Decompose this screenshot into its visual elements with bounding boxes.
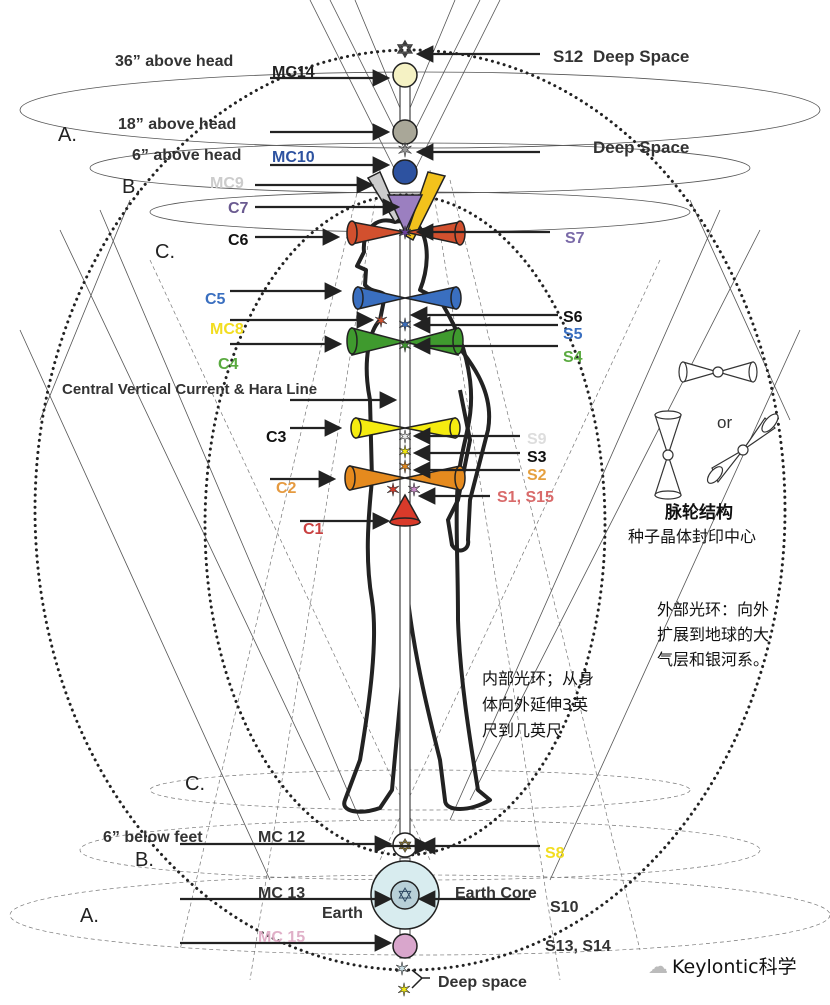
light-blue-star-icon: ✶ xyxy=(394,959,409,979)
label-c7: C7 xyxy=(228,200,249,217)
label-deep-space-right: Deep Space xyxy=(593,138,689,157)
outer-aura-note-1: 外部光环：向外 xyxy=(657,600,769,619)
s7-star-icon: ✶ xyxy=(397,223,412,243)
label-earth: Earth xyxy=(322,905,363,922)
label-mc15: MC 15 xyxy=(258,929,305,946)
label-mc10: MC10 xyxy=(272,149,315,166)
ring-a-bottom: A. xyxy=(80,905,99,927)
watermark: ☁ Keylontic科学 xyxy=(648,956,797,978)
watermark-text: Keylontic科学 xyxy=(672,956,797,978)
label-s3: S3 xyxy=(527,449,547,466)
label-c1: C1 xyxy=(303,521,324,538)
label-s12-deep-space: Deep Space xyxy=(593,47,689,66)
label-s8: S8 xyxy=(545,845,565,862)
ring-b-bottom: B. xyxy=(135,849,154,871)
mc15-sphere xyxy=(392,933,418,959)
label-6-above-head: 6” above head xyxy=(132,147,241,164)
label-mc12: MC 12 xyxy=(258,829,305,846)
label-c3: C3 xyxy=(266,429,287,446)
inner-aura-note-2: 体向外延伸3英 xyxy=(482,695,588,714)
label-c2: C2 xyxy=(276,480,297,497)
outer-aura-note-2: 扩展到地球的大 xyxy=(657,625,769,644)
s3-star-icon: ✶ xyxy=(397,442,412,462)
chakra-structure-legend xyxy=(654,361,779,500)
inner-aura-note-1: 内部光环；从身 xyxy=(482,669,594,688)
earth-core-star-icon: ✡ xyxy=(397,885,414,907)
label-36-above-head: 36” above head xyxy=(115,53,233,70)
ring-a-top: A. xyxy=(58,124,77,146)
outer-aura-note-3: 气层和银河系。 xyxy=(657,650,769,669)
label-18-above-head: 18” above head xyxy=(118,116,236,133)
s2-star-icon: ✶ xyxy=(397,457,412,477)
label-s2: S2 xyxy=(527,467,547,484)
star-markers: ✶ ✶ ✶ ✶ ✶ ✶ ✶ ✶ ✶ xyxy=(373,223,422,501)
legend-or: or xyxy=(717,413,732,432)
legend-title: 脉轮结构 xyxy=(664,502,733,523)
s15-star-icon: ✶ xyxy=(406,480,421,500)
inner-aura-note-3: 尺到几英尺 xyxy=(482,721,562,740)
human-body-outline xyxy=(342,218,492,814)
deep-space-bracket xyxy=(411,969,430,989)
label-s5: S5 xyxy=(563,326,583,343)
s4-star-icon: ✶ xyxy=(397,336,412,356)
ring-b-top: B. xyxy=(122,176,141,198)
wechat-icon: ☁ xyxy=(648,956,668,978)
gray-star-icon: ✶ xyxy=(397,140,414,162)
label-hara-line: Central Vertical Current & Hara Line xyxy=(62,381,317,398)
label-mc14: MC14 xyxy=(272,64,315,81)
label-c5: C5 xyxy=(205,291,226,308)
mc11-sphere xyxy=(392,119,418,145)
chakra-cones xyxy=(344,220,466,527)
label-mc8: MC8 xyxy=(210,321,244,338)
outer-aura-dotted xyxy=(33,48,787,972)
s1-star-icon: ✶ xyxy=(385,480,400,500)
ring-c-top: C. xyxy=(155,241,175,263)
label-s6: S6 xyxy=(563,309,583,326)
label-s4: S4 xyxy=(563,349,583,366)
label-s12: S12 xyxy=(553,47,583,66)
label-s1-s15: S1, S15 xyxy=(497,489,554,506)
label-s9: S9 xyxy=(527,431,547,448)
label-s13-s14: S13, S14 xyxy=(545,938,611,955)
mc10-sphere xyxy=(392,159,418,185)
mc8-star-icon: ✶ xyxy=(373,311,388,331)
label-mc9: MC9 xyxy=(210,175,244,192)
label-mc13: MC 13 xyxy=(258,885,305,902)
s9-star-icon: ✶ xyxy=(397,427,412,447)
s5-star-icon: ✶ xyxy=(397,315,412,335)
label-earth-core: Earth Core xyxy=(455,885,537,902)
label-s7: S7 xyxy=(565,230,585,247)
label-c6: C6 xyxy=(228,232,249,249)
label-c4: C4 xyxy=(218,356,239,373)
pointer-arrows xyxy=(180,45,558,952)
label-deep-space-bottom: Deep space xyxy=(438,974,527,991)
label-s10: S10 xyxy=(550,899,579,916)
s12-star-icon: ✡ xyxy=(396,37,414,62)
ring-c-bottom: C. xyxy=(185,773,205,795)
label-6-below-feet: 6” below feet xyxy=(103,829,203,846)
yellow-star-icon: ✶ xyxy=(396,980,411,1000)
legend-subtitle: 种子晶体封印中心 xyxy=(628,527,756,546)
mc14-sphere xyxy=(392,62,418,88)
